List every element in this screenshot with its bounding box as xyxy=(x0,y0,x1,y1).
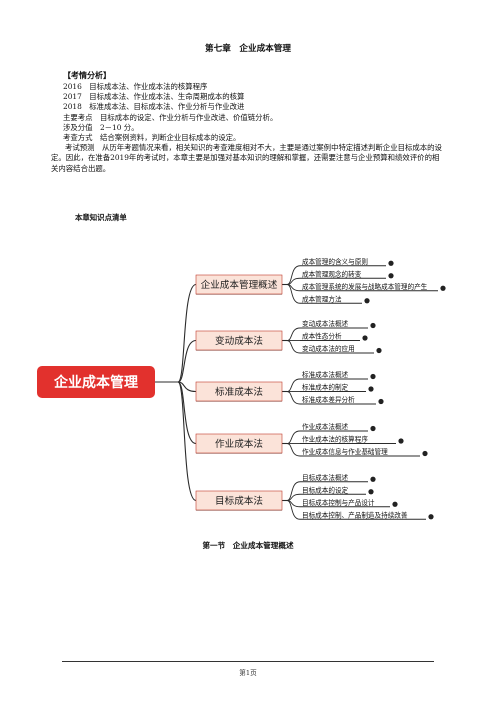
mindmap-leaf-label: 成本管理的含义与原则 xyxy=(302,257,368,266)
mindmap-leaf-label: 作业成本法的核算程序 xyxy=(302,435,368,444)
leaf-marker-icon xyxy=(364,298,370,304)
mindmap-branch-box xyxy=(195,381,283,402)
mindmap-leaf-label: 标准成本差异分析 xyxy=(302,395,355,404)
mindmap-leaf-label: 作业成本法概述 xyxy=(302,422,349,431)
mindmap-connector xyxy=(177,283,197,383)
mindmap-leaf-label: 作业成本信息与作业基础管理 xyxy=(302,447,388,456)
mindmap-connector xyxy=(177,339,197,383)
leaf-marker-icon xyxy=(368,489,374,495)
mindmap-leaf-connector xyxy=(286,430,301,444)
leaf-marker-icon xyxy=(362,335,368,341)
mindmap-leaf-connector xyxy=(286,265,301,285)
analysis-line: 涉及分值 2－10 分。 xyxy=(63,122,139,132)
leaf-marker-icon xyxy=(368,386,374,392)
mindmap-branch-label: 作业成本法 xyxy=(215,438,263,450)
mindmap-connector xyxy=(177,381,197,502)
analysis-line: 2017 目标成本法、作业成本法、生命周期成本的核算 xyxy=(63,92,245,102)
leaf-marker-icon xyxy=(388,273,394,279)
mindmap-leaf-label: 变动成本法概述 xyxy=(302,319,349,328)
mindmap-leaf-label: 成本管理方法 xyxy=(302,294,342,303)
mindmap-leaf-connector xyxy=(286,481,301,501)
mindmap-branch-label: 企业成本管理概述 xyxy=(201,279,278,291)
mindmap-leaf-connector xyxy=(286,378,301,392)
mindmap-leaf-label: 变动成本法的应用 xyxy=(302,344,355,353)
mindmap-branch-box xyxy=(195,433,283,454)
leaf-marker-icon xyxy=(370,373,376,380)
leaf-marker-icon xyxy=(370,476,376,482)
mindmap-branch-label: 目标成本法 xyxy=(215,495,263,507)
mindmap-branch-box xyxy=(195,330,283,351)
footer-divider xyxy=(62,661,434,662)
mindmap-leaf-label: 目标成本控制与产品设计 xyxy=(302,498,375,507)
leaf-marker-icon xyxy=(392,501,398,507)
leaf-marker-icon xyxy=(370,322,376,329)
mindmap-leaf-connector xyxy=(286,327,301,341)
mindmap-branch-label: 变动成本法 xyxy=(215,335,263,347)
analysis-line: 主要考点 目标成本的设定、作业分析与作业改进、价值链分析。 xyxy=(63,112,278,122)
leaf-marker-icon xyxy=(378,398,384,405)
chapter-title: 第七章 企业成本管理 xyxy=(205,44,291,54)
mindmap-branch-box xyxy=(195,274,283,295)
section-title: 第一节 企业成本管理概述 xyxy=(202,541,294,550)
mindmap-leaf-label: 成本管理系统的发展与战略成本管理的产生 xyxy=(302,282,428,291)
mindmap-connector xyxy=(177,381,197,393)
mindmap-leaf-label: 目标成本的设定 xyxy=(302,485,349,494)
leaf-marker-icon xyxy=(422,450,428,457)
mindmap-nodes: 企业成本管理 企业成本管理概述 成本管理的含义与原则成本管理观念的转变成本管理系统的… xyxy=(37,257,446,520)
mindmap-leaf-label: 成本管理观念的转变 xyxy=(302,269,362,278)
leaf-marker-icon xyxy=(398,438,404,444)
mindmap-leaf-connector xyxy=(286,284,301,304)
mindmap-leaf-connector xyxy=(286,443,301,457)
analysis-line: 2018 标准成本法、目标成本法、作业分析与作业改进 xyxy=(63,102,245,112)
page-number: 第1页 xyxy=(239,669,257,677)
mindmap-connector xyxy=(177,381,197,445)
mindmap-leaf-connector xyxy=(286,340,301,354)
analysis-line: 2016 目标成本法、作业成本法的核算程序 xyxy=(63,82,208,91)
analysis-heading: 【考情分析】 xyxy=(63,70,111,80)
analysis-block: 2016 目标成本法、作业成本法的核算程序 2017 目标成本法、作业成本法、生… xyxy=(51,82,443,174)
mindmap-branch-box xyxy=(195,490,283,511)
mindmap-leaf-label: 目标成本控制、产品制造及持续改善 xyxy=(302,510,408,519)
leaf-marker-icon xyxy=(388,260,394,266)
mindmap-leaf-connector xyxy=(286,500,301,520)
leaf-marker-icon xyxy=(376,347,382,354)
mindmap-branch-label: 标准成本法 xyxy=(215,386,263,398)
leaf-marker-icon xyxy=(370,425,376,432)
mindmap-leaf-label: 目标成本法概述 xyxy=(302,473,349,482)
mindmap-leaf-label: 标准成本法概述 xyxy=(302,370,349,379)
forecast-paragraph: 考试预测 从历年考题情况来看，相关知识的考查难度相对不大，主要是通过案例中特定描… xyxy=(51,143,442,173)
leaf-marker-icon xyxy=(428,514,434,520)
leaf-marker-icon xyxy=(440,285,446,291)
mindmap-leaf-label: 成本性态分析 xyxy=(302,332,342,341)
mindmap-root-box xyxy=(37,366,155,398)
mindmap-heading: 本章知识点清单 xyxy=(75,213,127,222)
mindmap-root-label: 企业成本管理 xyxy=(53,374,138,391)
mindmap-leaf-connector xyxy=(286,391,301,405)
analysis-line: 考查方式 结合案例资料，判断企业目标成本的设定。 xyxy=(63,133,241,143)
mindmap-leaf-label: 标准成本的制定 xyxy=(302,383,349,392)
